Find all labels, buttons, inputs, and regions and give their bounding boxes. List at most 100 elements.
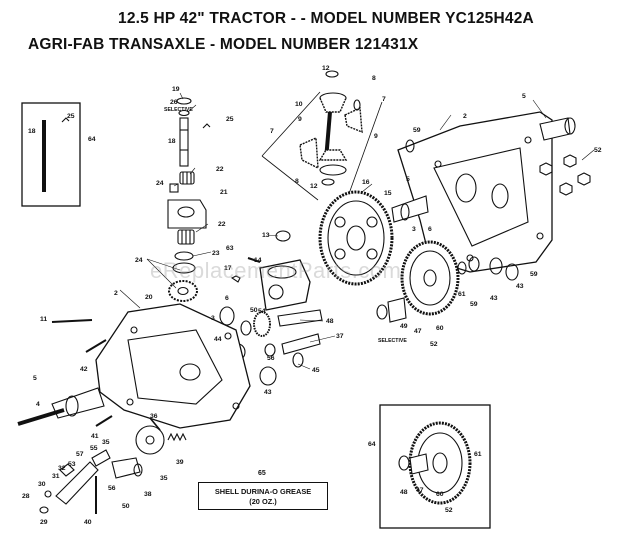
callout-50-lower: 50: [122, 503, 130, 510]
callout-7-right: 7: [382, 96, 386, 103]
part-39-spring: [167, 432, 187, 442]
part-9-washer: [353, 99, 361, 111]
part-18-axle-shaft-inset: [42, 120, 46, 192]
callout-22-upper: 22: [216, 166, 224, 173]
callout-32: 31: [52, 473, 60, 480]
callout-48-inset: 48: [400, 489, 408, 496]
callout-33: 32: [58, 465, 66, 472]
part-43-bearing-right: [505, 263, 519, 281]
part-15-input-shaft: [391, 195, 429, 223]
callout-12-bottom: 12: [310, 183, 318, 190]
part-7-pinion-left: [299, 136, 319, 170]
callout-12-top: 12: [322, 65, 330, 72]
part-43-bearing-center: [259, 366, 277, 386]
callout-60-inset: 60: [436, 491, 444, 498]
callout-16: 16: [362, 179, 370, 186]
callout-54: 54: [258, 308, 266, 315]
part-34-plate: [91, 449, 111, 467]
callout-3-left: 3: [211, 315, 215, 322]
callout-42: 42: [80, 366, 88, 373]
callout-1: 2: [463, 113, 467, 120]
callout-59: 59: [470, 301, 478, 308]
part-37-shaft: [281, 333, 321, 355]
assembly-leader-right: [345, 101, 383, 203]
assembly-leader-left-lower: [261, 155, 319, 201]
callout-64: 64: [88, 136, 96, 143]
part-25-clip-inset: [61, 117, 70, 123]
part-21-housing: [167, 199, 207, 229]
part-30-nut: [39, 506, 49, 514]
part-5-axle-end-left: [51, 387, 105, 419]
part-50-bracket: [111, 457, 141, 479]
callout-5-left: 5: [33, 375, 37, 382]
callout-61-inset: 61: [474, 451, 482, 458]
part-23-washer: [174, 251, 194, 261]
part-4-axle-shaft: [17, 408, 65, 426]
part-11-bolt: [51, 319, 93, 323]
callout-60: 60: [436, 325, 444, 332]
part-58-bearing-top: [405, 139, 415, 153]
callout-7-left: 7: [270, 128, 274, 135]
leader-lines: [119, 92, 595, 370]
part-45-washer: [292, 352, 304, 368]
callout-2: 2: [114, 290, 118, 297]
part-49-washer-inset: [398, 455, 410, 471]
part-2-case-half-lower: [95, 303, 251, 429]
callout-45: 45: [312, 367, 320, 374]
callout-9-left: 9: [298, 116, 302, 123]
part-12-washer-bottom: [321, 178, 335, 186]
callout-30: 29: [40, 519, 48, 526]
callout-43-right: 43: [516, 283, 524, 290]
part-1-case-half-upper: [397, 111, 553, 273]
callout-47-inset: 47: [416, 487, 424, 494]
callout-22-lower: 22: [218, 221, 226, 228]
part-47-spacer: [387, 297, 407, 323]
callout-6-mid: 6: [428, 226, 432, 233]
callout-36: 36: [150, 413, 158, 420]
callout-40: 40: [84, 519, 92, 526]
part-33-bracket: [59, 463, 75, 477]
inset-box-64: [21, 102, 81, 207]
part-56-washer-center: [264, 343, 276, 357]
part-61-snap-ring: [457, 261, 467, 275]
grease-note-box: SHELL DURINA-O GREASE (20 OZ.): [198, 482, 328, 510]
part-41-bolt: [95, 415, 113, 427]
callout-24: 24: [135, 257, 143, 264]
callout-3: 3: [412, 226, 416, 233]
grease-note-line-1: SHELL DURINA-O GREASE: [214, 487, 312, 496]
callout-5-mid: 5: [406, 176, 410, 183]
diagram-title-line-2: AGRI-FAB TRANSAXLE - MODEL NUMBER 121431…: [28, 36, 419, 53]
callout-37: 37: [336, 333, 344, 340]
note-box-number: 65: [258, 470, 266, 477]
callout-48: 48: [326, 318, 334, 325]
part-60-spur-gear: [400, 240, 460, 316]
part-24-washer: [172, 262, 196, 274]
part-32-shift-lever: [55, 461, 99, 505]
part-47-spacer-inset: [409, 453, 429, 475]
callout-6-left: 6: [225, 295, 229, 302]
part-17-screw: [230, 275, 241, 283]
callout-55: 55: [90, 445, 98, 452]
callout-23: 23: [212, 250, 220, 257]
callout-4: 4: [36, 401, 40, 408]
callout-53: 53: [68, 461, 76, 468]
part-56-washer: [489, 257, 503, 275]
part-12-washer-top: [325, 70, 339, 78]
part-22-bearing-lower: [177, 229, 195, 245]
callout-38: 38: [144, 491, 152, 498]
callout-51: 52: [594, 147, 602, 154]
callout-49: 49: [400, 323, 408, 330]
callout-5-right: 5: [522, 93, 526, 100]
part-51-nuts: [539, 154, 591, 196]
callout-43-right-2: 43: [490, 295, 498, 302]
callout-20: 20: [145, 294, 153, 301]
callout-selective-49: SELECTIVE: [378, 338, 407, 344]
inset-box-63: [379, 404, 491, 529]
part-59-washer: [468, 256, 480, 272]
callout-8-top: 8: [372, 75, 376, 82]
callout-8-bottom: 8: [295, 178, 299, 185]
callout-52: 52: [430, 341, 438, 348]
part-31-washer: [44, 490, 52, 498]
part-52-spur-gear-inset: [408, 421, 472, 505]
